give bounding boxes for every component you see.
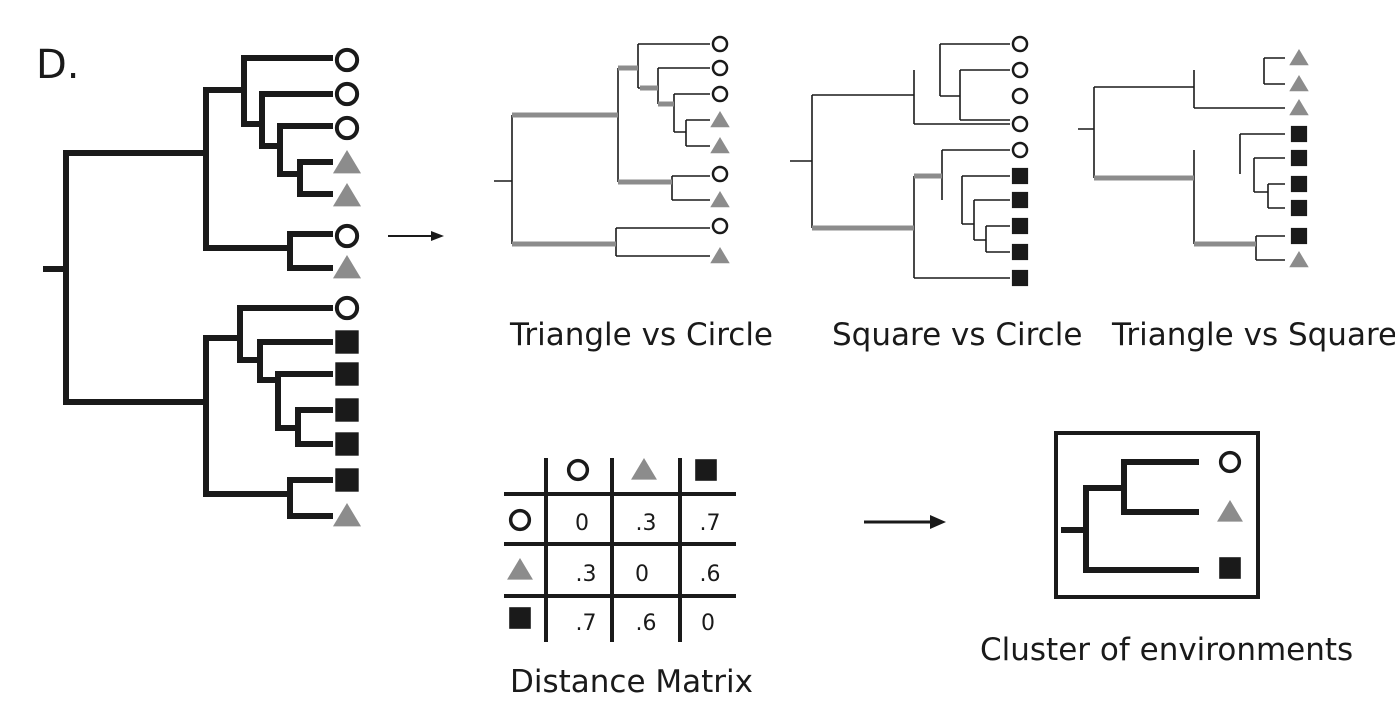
circle-icon	[334, 81, 360, 107]
cluster-caption: Cluster of environments	[980, 632, 1353, 668]
circle-icon	[1011, 87, 1029, 105]
circle-icon	[566, 458, 590, 482]
circle-icon	[334, 295, 360, 321]
circle-icon	[1011, 141, 1029, 159]
triangle-icon	[1289, 49, 1309, 66]
square-icon	[1011, 167, 1029, 185]
triangle-icon	[507, 558, 533, 580]
triangle-icon	[1289, 251, 1309, 268]
matrix-cell: .3	[576, 562, 597, 587]
circle-icon	[508, 508, 532, 532]
matrix-cell: .7	[700, 511, 721, 536]
circle-icon	[1218, 450, 1242, 474]
square-icon	[1011, 243, 1029, 261]
distance-matrix-cells: 0 .3 .7 .3 0 .6 .7 .6 0	[575, 511, 721, 636]
triangle-icon	[1289, 75, 1309, 92]
circle-icon	[711, 165, 729, 183]
circle-icon	[1011, 35, 1029, 53]
square-icon	[1011, 191, 1029, 209]
square-icon	[335, 398, 359, 422]
distance-matrix-headers	[507, 458, 717, 629]
square-icon	[335, 432, 359, 456]
subtree-triangle-vs-square-leaves	[1289, 49, 1309, 268]
matrix-cell: 0	[575, 511, 589, 536]
main-tree	[43, 55, 333, 519]
circle-icon	[334, 47, 360, 73]
distance-matrix-grid	[504, 458, 736, 642]
square-icon	[695, 459, 717, 481]
panel-label: D.	[36, 42, 80, 88]
square-icon	[1290, 149, 1308, 167]
triangle-icon	[710, 137, 730, 154]
circle-icon	[711, 85, 729, 103]
subtree-triangle-vs-square	[1078, 57, 1285, 261]
main-tree-leaves	[332, 47, 362, 527]
square-icon	[509, 607, 531, 629]
square-icon	[1219, 557, 1241, 579]
triangle-icon	[332, 255, 362, 279]
triangle-icon	[710, 247, 730, 264]
arrow-icon	[864, 515, 946, 529]
triangle-icon	[332, 503, 362, 527]
matrix-cell: 0	[635, 562, 649, 587]
cluster-box	[1054, 431, 1260, 599]
circle-icon	[334, 115, 360, 141]
matrix-cell: .6	[700, 562, 721, 587]
circle-icon	[1011, 115, 1029, 133]
cluster-tree	[1061, 459, 1199, 573]
triangle-icon	[631, 458, 657, 480]
square-icon	[335, 468, 359, 492]
subtree-square-vs-circle-leaves	[1011, 35, 1029, 287]
square-icon	[335, 362, 359, 386]
circle-icon	[1011, 61, 1029, 79]
subtree-caption-square-vs-circle: Square vs Circle	[832, 317, 1082, 353]
matrix-cell: .6	[636, 611, 657, 636]
circle-icon	[711, 35, 729, 53]
subtree-triangle-vs-circle	[494, 43, 710, 257]
square-icon	[1011, 269, 1029, 287]
subtree-triangle-vs-circle-highlight	[512, 65, 674, 247]
matrix-cell: .7	[576, 611, 597, 636]
subtree-square-vs-circle	[790, 43, 1010, 279]
square-icon	[1290, 175, 1308, 193]
circle-icon	[711, 59, 729, 77]
triangle-icon	[332, 150, 362, 174]
cluster-leaves	[1217, 450, 1243, 579]
triangle-icon	[332, 183, 362, 207]
subtree-caption-triangle-vs-square: Triangle vs Square	[1111, 317, 1395, 353]
square-icon	[335, 330, 359, 354]
square-icon	[1290, 227, 1308, 245]
triangle-icon	[1289, 99, 1309, 116]
arrow-icon	[388, 231, 444, 241]
matrix-cell: .3	[636, 511, 657, 536]
triangle-icon	[1217, 500, 1243, 522]
subtree-square-vs-circle-highlight	[812, 173, 942, 231]
subtree-triangle-vs-circle-leaves	[710, 35, 730, 264]
triangle-icon	[710, 191, 730, 208]
subtree-caption-triangle-vs-circle: Triangle vs Circle	[509, 317, 773, 353]
triangle-icon	[710, 111, 730, 128]
subtree-triangle-vs-square-highlight	[1094, 175, 1256, 247]
square-icon	[1290, 199, 1308, 217]
square-icon	[1011, 217, 1029, 235]
square-icon	[1290, 125, 1308, 143]
circle-icon	[711, 217, 729, 235]
circle-icon	[334, 223, 360, 249]
distance-matrix-caption: Distance Matrix	[510, 664, 753, 700]
matrix-cell: 0	[701, 611, 715, 636]
